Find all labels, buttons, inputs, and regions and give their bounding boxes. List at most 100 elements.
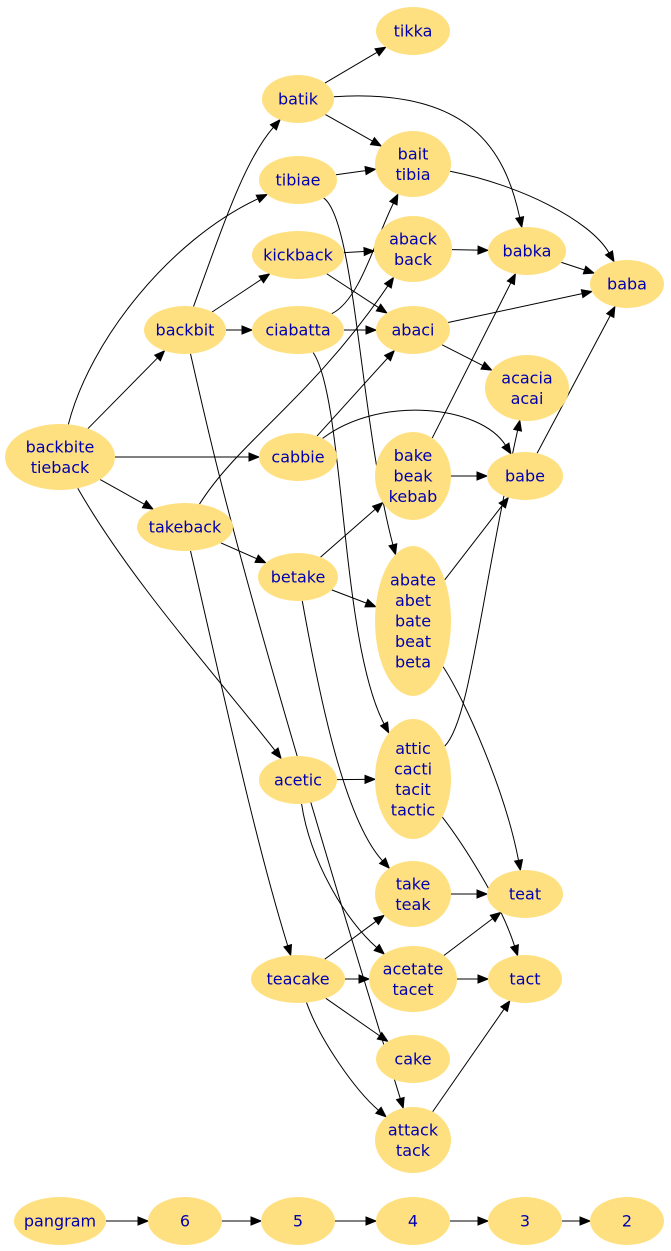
node-cake: cake [376, 1035, 450, 1083]
node-babka: babka [488, 227, 566, 275]
edge-abaci-to-baba [448, 289, 594, 323]
arrowhead [579, 1216, 592, 1226]
node-ellipse [375, 432, 451, 520]
node-abaci: abaci [376, 306, 450, 354]
edge-backbit-to-ciabatta [226, 325, 254, 335]
arrowhead [365, 1216, 378, 1226]
node-ellipse [487, 870, 563, 918]
edge-line [199, 285, 389, 505]
edge-line [449, 170, 610, 254]
edge-takeback-to-teacake [190, 550, 293, 957]
edge-betake-to-bake [320, 501, 384, 558]
node-n5: 5 [261, 1197, 335, 1245]
node-ellipse [261, 1197, 335, 1245]
edge-backbite-to-tibiae [67, 193, 269, 425]
arrowhead [388, 193, 399, 206]
edge-line [312, 352, 385, 725]
node-label: backbite [26, 437, 95, 456]
arrowhead [383, 349, 396, 362]
edge-backbit-to-kickback [211, 273, 271, 313]
edge-cabbie-to-babe [322, 409, 512, 455]
node-label: abate [390, 571, 436, 590]
edge-line [324, 920, 377, 960]
edge-teacake-to-cake [325, 997, 389, 1043]
arrowhead [506, 272, 517, 286]
node-batik: batik [262, 75, 334, 123]
edge-abaci-to-acacia [441, 344, 493, 371]
node-ellipse [137, 503, 233, 551]
node-ellipse [375, 131, 451, 197]
edge-bake-to-babka [431, 272, 517, 439]
node-label: teat [509, 885, 541, 904]
arrowhead [582, 265, 596, 275]
node-ellipse [590, 260, 664, 308]
edge-takeback-to-aback [199, 276, 395, 505]
edge-betake-to-abate [331, 589, 377, 608]
node-label: pangram [24, 1212, 96, 1231]
node-label: babe [505, 467, 545, 486]
edge-line [301, 600, 383, 862]
edge-line [220, 542, 257, 560]
arrowhead [369, 136, 383, 147]
node-n6: 6 [148, 1197, 222, 1245]
arrowhead [376, 1031, 389, 1043]
node-label: 5 [293, 1212, 303, 1231]
node-label: tibia [395, 165, 430, 184]
node-label: 6 [180, 1212, 190, 1231]
edge-line [331, 589, 367, 604]
node-label: batik [278, 90, 319, 109]
edge-bait-to-baba [449, 170, 615, 263]
node-label: babka [503, 242, 552, 261]
node-label: take [396, 874, 431, 893]
node-label: bait [398, 144, 429, 163]
node-ellipse [375, 861, 451, 927]
edge-line [193, 126, 274, 307]
edge-tibiae-to-bait [335, 165, 377, 176]
node-ellipse [375, 546, 451, 696]
node-label: ciabatta [265, 321, 330, 340]
edge-line [561, 261, 585, 271]
arrowhead [270, 747, 282, 760]
arrowhead [364, 774, 377, 785]
node-label: attack [388, 1120, 439, 1139]
node-label: aback [389, 229, 438, 248]
edge-line [536, 315, 611, 454]
node-label: teak [395, 895, 431, 914]
edge-acetate-to-teat [443, 911, 502, 956]
arrowhead [374, 1106, 388, 1118]
node-label: beta [395, 653, 431, 672]
node-ciabatta: ciabatta [252, 306, 344, 354]
node-label: tactic [391, 800, 435, 819]
arrowhead [499, 999, 511, 1013]
edge-acetate-to-tact [457, 974, 490, 984]
arrowhead [365, 325, 378, 335]
edge-line [301, 803, 378, 948]
edge-line [333, 95, 521, 218]
edge-line [325, 114, 373, 142]
edge-abate-to-teat [442, 666, 524, 872]
arrowhead [605, 305, 616, 319]
edge-line [432, 1008, 505, 1113]
node-label: kebab [389, 487, 438, 506]
edge-line [322, 409, 506, 446]
edge-kickback-to-aback [343, 246, 376, 257]
edge-backbite-to-acetic [77, 487, 282, 760]
node-label: takeback [149, 518, 222, 537]
edge-n4-to-n3 [450, 1216, 490, 1226]
node-label: 2 [622, 1212, 632, 1231]
edge-betake-to-take [301, 600, 391, 870]
edge-acetic-to-acetate [301, 803, 386, 955]
node-ellipse [375, 719, 451, 839]
arrowhead [580, 289, 594, 299]
node-label: tacit [395, 780, 431, 799]
edge-line [87, 357, 158, 429]
edge-line [77, 487, 276, 751]
node-label: abet [395, 591, 431, 610]
edge-take-to-teat [451, 889, 489, 899]
arrowhead [379, 721, 390, 735]
arrowhead [501, 442, 512, 455]
